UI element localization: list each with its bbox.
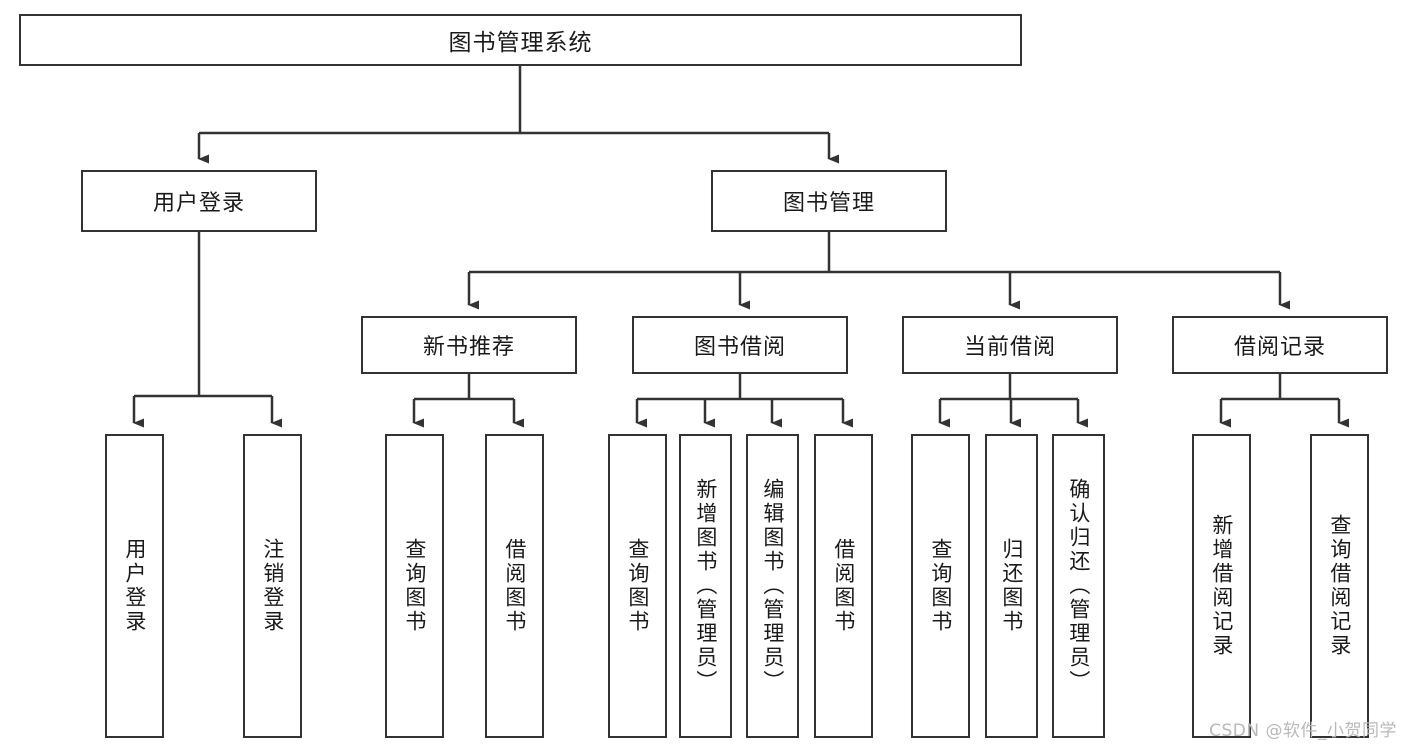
node-leaf-query-books-recommend[interactable]: 查询图书 [385, 434, 444, 738]
node-current-borrow[interactable]: 当前借阅 [902, 316, 1118, 374]
node-leaf-return-books-label: 归还图书 [999, 538, 1024, 634]
node-leaf-borrow-books-recommend-label: 借阅图书 [502, 538, 527, 634]
node-leaf-logout-label: 注销登录 [260, 538, 285, 634]
node-leaf-return-books[interactable]: 归还图书 [985, 434, 1038, 738]
node-leaf-borrow-books[interactable]: 借阅图书 [814, 434, 873, 738]
node-leaf-query-borrow-record-label: 查询借阅记录 [1327, 514, 1352, 658]
node-root-system[interactable]: 图书管理系统 [19, 14, 1022, 66]
node-leaf-query-books-borrow-label: 查询图书 [625, 538, 650, 634]
node-book-borrow-label: 图书借阅 [693, 335, 786, 360]
node-book-management-label: 图书管理 [782, 191, 875, 216]
node-leaf-confirm-return-admin[interactable]: 确认归还（管理员） [1052, 434, 1105, 738]
node-leaf-edit-book-admin-label: 编辑图书（管理员） [760, 478, 785, 694]
node-leaf-user-login[interactable]: 用户登录 [105, 434, 164, 738]
node-leaf-borrow-books-recommend[interactable]: 借阅图书 [485, 434, 544, 738]
node-borrow-records[interactable]: 借阅记录 [1172, 316, 1388, 374]
node-leaf-edit-book-admin[interactable]: 编辑图书（管理员） [746, 434, 799, 738]
node-leaf-add-borrow-record[interactable]: 新增借阅记录 [1192, 434, 1251, 738]
node-leaf-add-borrow-record-label: 新增借阅记录 [1209, 514, 1234, 658]
node-leaf-query-borrow-record[interactable]: 查询借阅记录 [1310, 434, 1369, 738]
node-leaf-user-login-label: 用户登录 [122, 538, 147, 634]
node-leaf-borrow-books-label: 借阅图书 [831, 538, 856, 634]
csdn-watermark: CSDN @软件_小贺同学 [1209, 721, 1397, 741]
node-current-borrow-label: 当前借阅 [963, 335, 1056, 360]
node-leaf-confirm-return-admin-label: 确认归还（管理员） [1066, 478, 1091, 694]
node-user-login-label: 用户登录 [152, 191, 245, 216]
node-leaf-query-books-current[interactable]: 查询图书 [911, 434, 970, 738]
node-root-label: 图书管理系统 [448, 30, 593, 56]
node-book-management[interactable]: 图书管理 [711, 170, 947, 232]
node-new-book-recommend-label: 新书推荐 [422, 335, 515, 360]
node-leaf-add-book-admin-label: 新增图书（管理员） [693, 478, 718, 694]
node-user-login[interactable]: 用户登录 [81, 170, 317, 232]
node-leaf-query-books-recommend-label: 查询图书 [402, 538, 427, 634]
node-new-book-recommend[interactable]: 新书推荐 [361, 316, 577, 374]
node-leaf-logout[interactable]: 注销登录 [243, 434, 302, 738]
node-leaf-query-books-current-label: 查询图书 [928, 538, 953, 634]
node-leaf-query-books-borrow[interactable]: 查询图书 [608, 434, 667, 738]
node-leaf-add-book-admin[interactable]: 新增图书（管理员） [679, 434, 732, 738]
node-book-borrow[interactable]: 图书借阅 [632, 316, 848, 374]
node-borrow-records-label: 借阅记录 [1233, 335, 1326, 360]
